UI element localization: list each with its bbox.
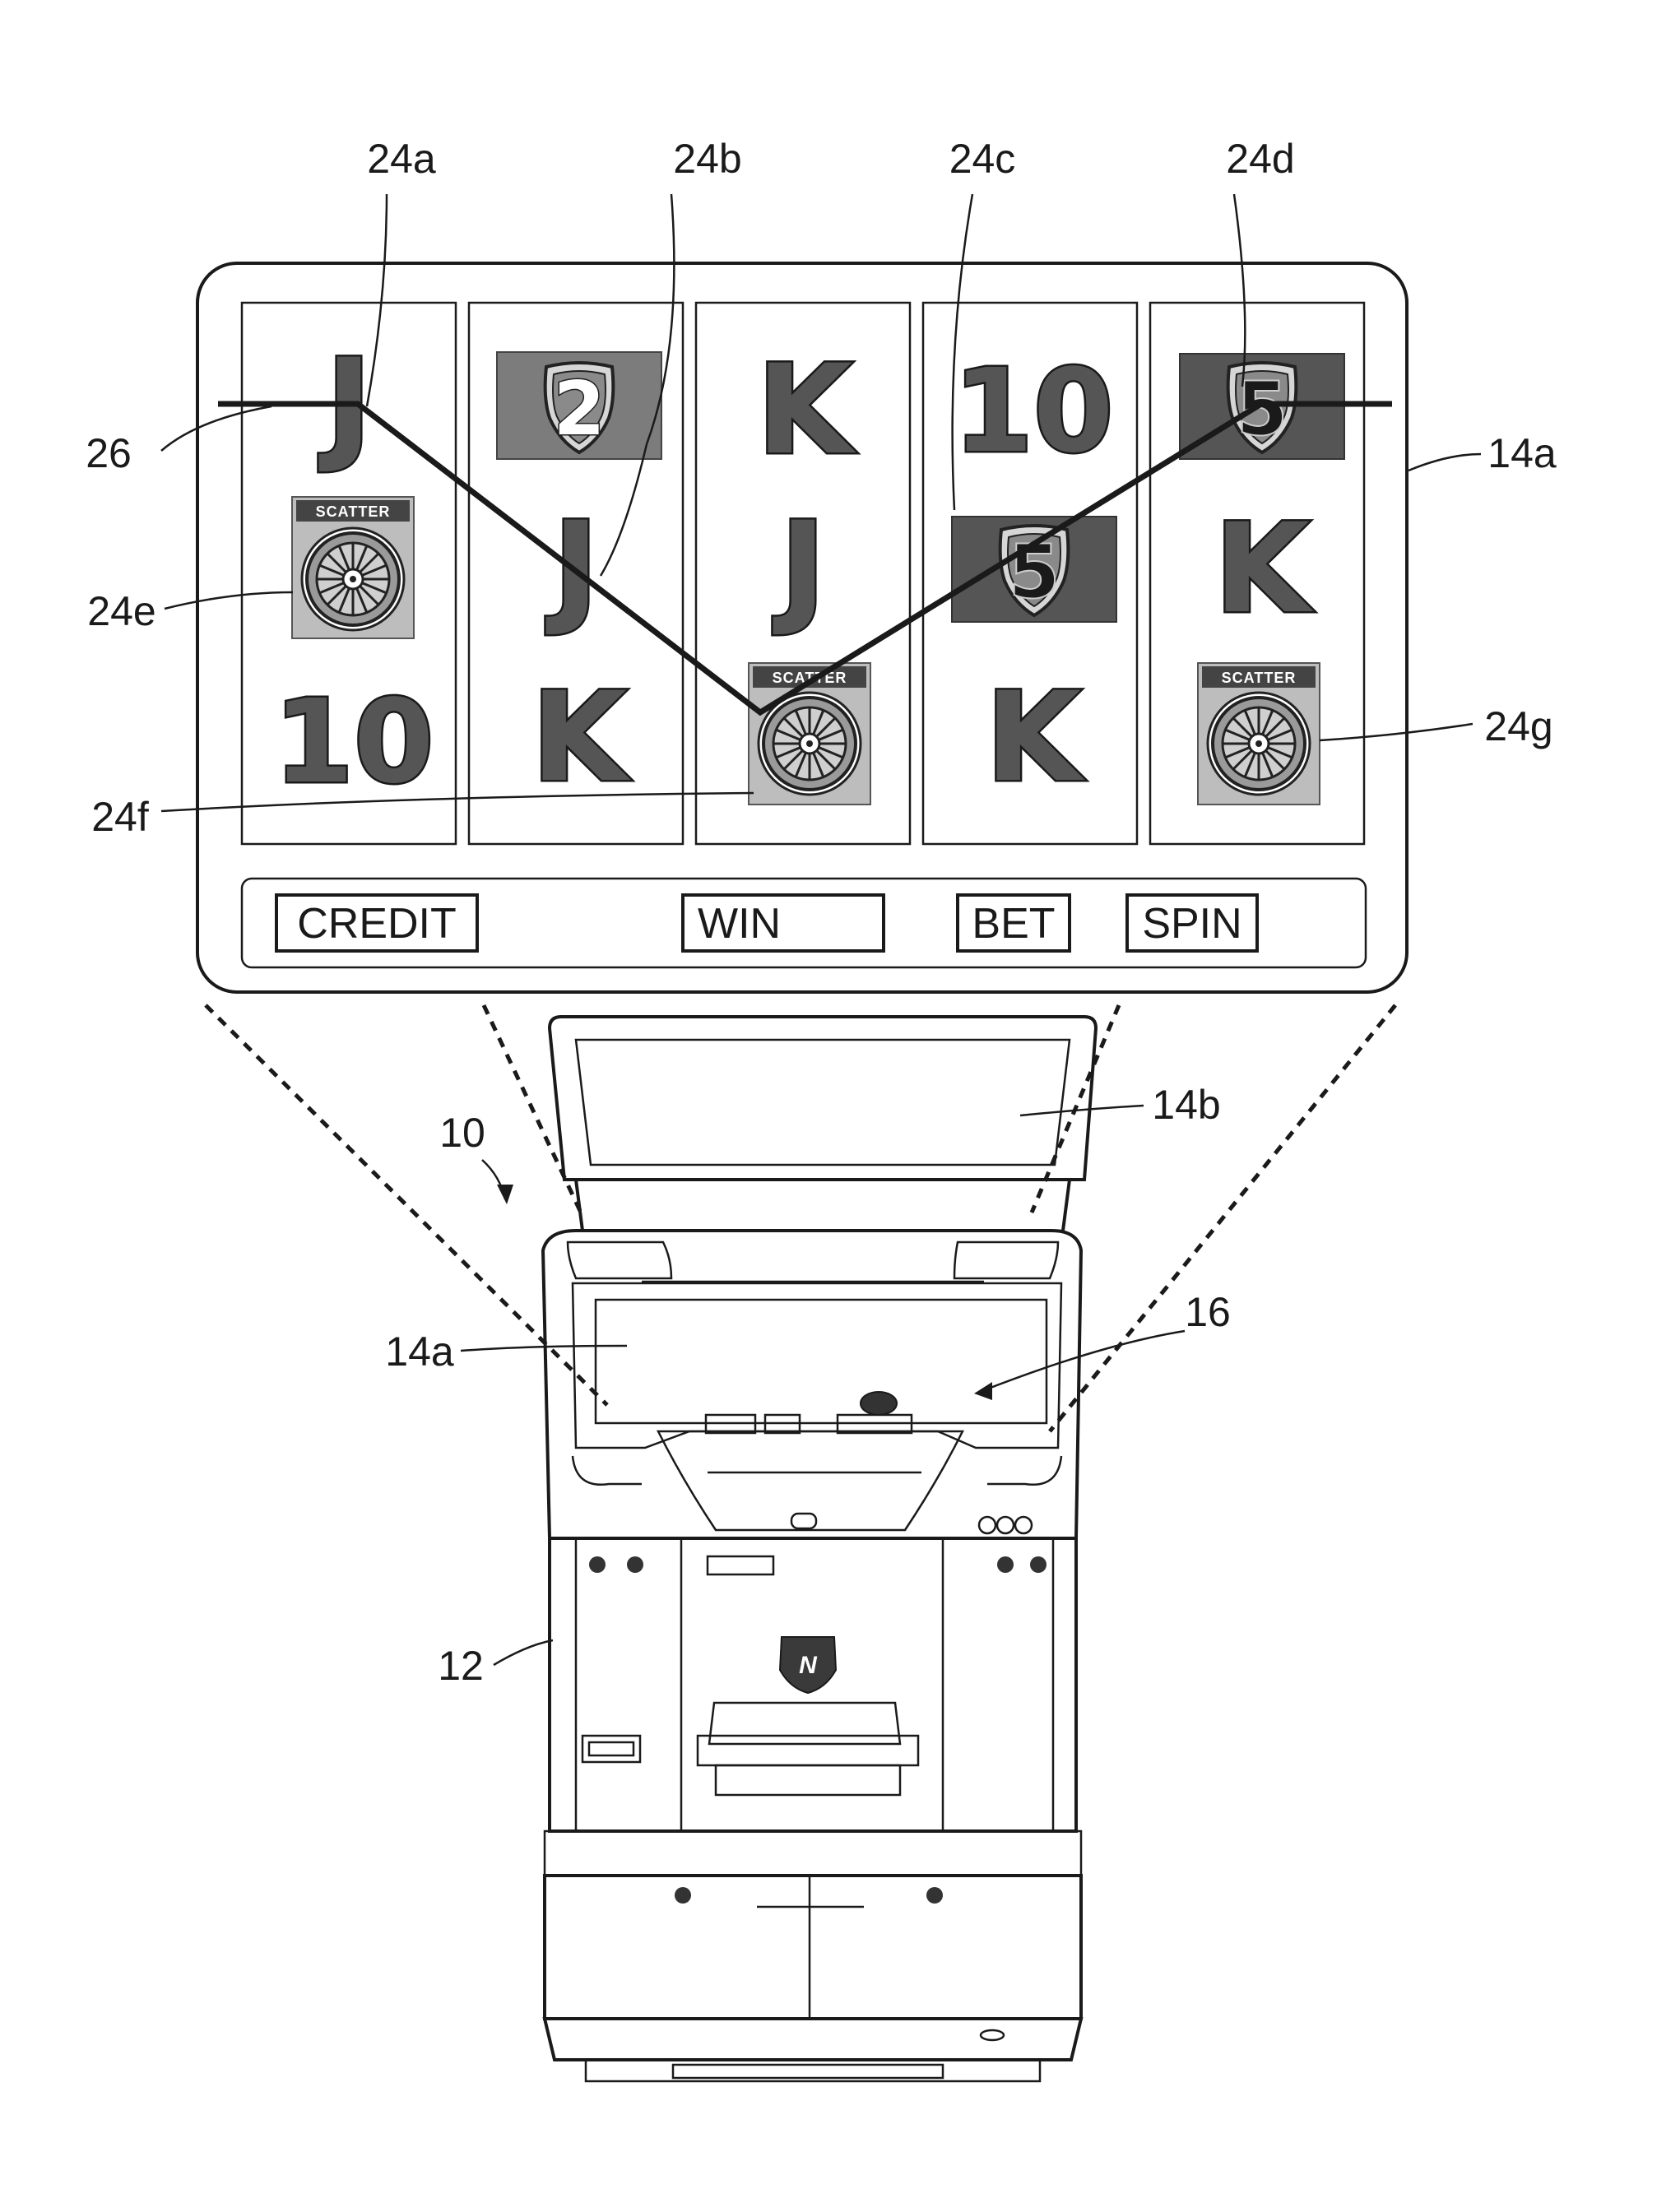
symbol-k: K [531, 666, 631, 809]
symbol-k: K [986, 666, 1085, 809]
label-24a: 24a [367, 136, 436, 182]
top-display-housing [550, 1017, 1096, 1180]
label-24e: 24e [87, 588, 155, 634]
label-14b: 14b [1152, 1082, 1220, 1128]
scatter-label: SCATTER [316, 503, 391, 520]
button-deck-16 [658, 1431, 963, 1530]
gaming-machine: N [543, 1017, 1096, 2081]
bet-button[interactable]: BET [958, 895, 1070, 951]
label-12: 12 [438, 1643, 484, 1689]
label-26: 26 [86, 430, 132, 476]
win-meter: WIN [683, 895, 884, 951]
label-24c: 24c [949, 136, 1016, 182]
logo-letter: N [799, 1652, 818, 1679]
scatter-wheel-icon: SCATTER [292, 497, 414, 638]
route-2-shield-icon: 2 [497, 352, 661, 459]
scatter-wheel-icon: SCATTER [1198, 663, 1320, 805]
symbol-10: 10 [274, 675, 434, 809]
shield-number: 2 [554, 366, 606, 452]
label-14a: 14a [385, 1329, 454, 1375]
label-24d: 24d [1226, 136, 1294, 182]
cabinet-base [545, 1831, 1081, 1876]
route-5-shield-icon: 5 [952, 517, 1116, 622]
projection-lines [206, 1005, 1395, 1431]
label-24b: 24b [673, 136, 741, 182]
label-24f: 24f [91, 794, 149, 840]
label-24g: 24g [1484, 703, 1552, 749]
symbol-k: K [757, 339, 856, 482]
symbol-10: 10 [954, 345, 1114, 479]
credit-meter: CREDIT [276, 895, 477, 951]
svg-text:CREDIT: CREDIT [297, 900, 457, 948]
label-16: 16 [1185, 1289, 1231, 1335]
scatter-label: SCATTER [1222, 670, 1297, 686]
label-14a: 14a [1487, 430, 1557, 476]
label-10: 10 [439, 1110, 485, 1156]
spin-button[interactable]: SPIN [1127, 895, 1257, 951]
main-display-14a [596, 1300, 1047, 1423]
svg-text:SPIN: SPIN [1142, 900, 1241, 948]
svg-text:WIN: WIN [698, 900, 781, 948]
symbol-j: J [773, 496, 826, 639]
svg-text:BET: BET [972, 900, 1055, 948]
symbol-k: K [1214, 498, 1314, 641]
reference-labels-machine: 10 14b 14a 16 12 [385, 1082, 1231, 1689]
enlarged-display: J SCATTER 10 2 J K K J SCATTER 10 [197, 263, 1407, 992]
